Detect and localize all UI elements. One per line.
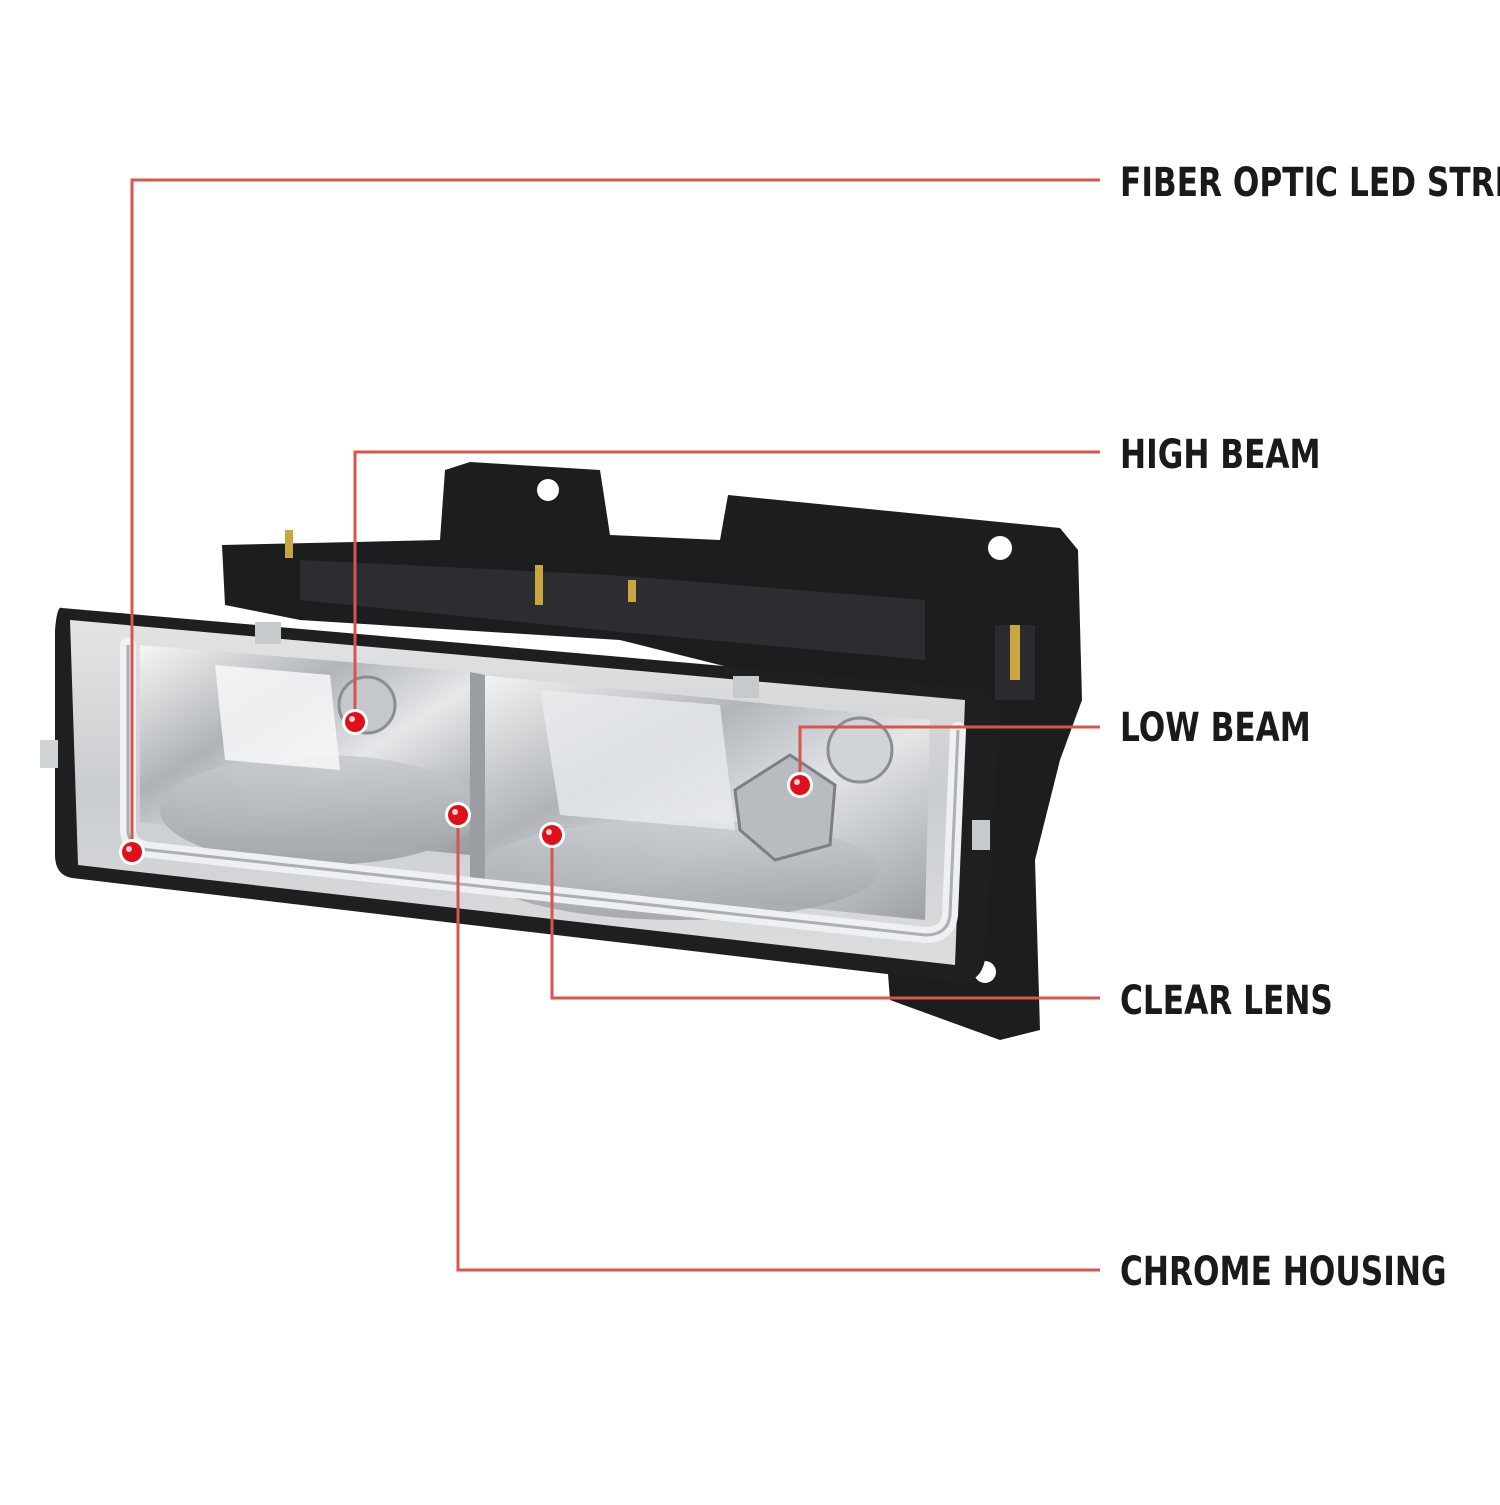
marker-glint-clear-lens [546, 829, 552, 835]
marker-glint-fiber-optic-led-strip [126, 846, 132, 852]
marker-dot-clear-lens [542, 825, 562, 845]
leader-line-low-beam [798, 725, 1100, 785]
leader-line-high-beam [353, 450, 1100, 722]
label-clear-lens: CLEAR LENS [1120, 978, 1333, 1024]
marker-dot-low-beam [790, 775, 810, 795]
label-high-beam: HIGH BEAM [1120, 432, 1321, 478]
marker-dot-fiber-optic-led-strip [122, 842, 142, 862]
marker-glint-high-beam [349, 716, 355, 722]
leader-line-clear-lens [550, 835, 1100, 1000]
label-fiber-optic-led-strip: FIBER OPTIC LED STRIP [1120, 160, 1500, 206]
marker-glint-low-beam [794, 779, 800, 785]
marker-dot-high-beam [345, 712, 365, 732]
label-chrome-housing: CHROME HOUSING [1120, 1249, 1447, 1295]
mounting-bracket [222, 462, 1082, 1040]
label-low-beam: LOW BEAM [1120, 705, 1311, 751]
lens-assembly [40, 607, 1000, 983]
marker-glint-chrome-housing [452, 809, 458, 815]
marker-dot-chrome-housing [448, 805, 468, 825]
leader-line-fiber-optic-led-strip [130, 178, 1100, 852]
leader-line-chrome-housing [456, 815, 1100, 1272]
